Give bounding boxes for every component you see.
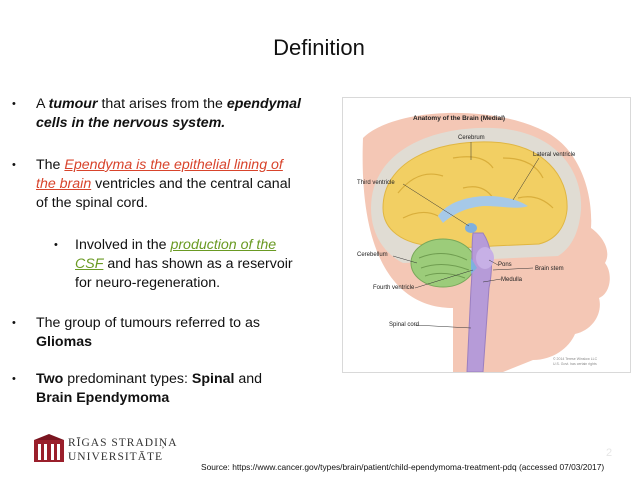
pons-shape [476, 247, 494, 269]
ependyma-link[interactable]: Ependyma is the epithelial lining of [64, 157, 283, 173]
slide-title: Definition [273, 35, 365, 60]
brain-anatomy-figure: Anatomy of the Brain (Medial) Cerebrum L… [342, 97, 631, 373]
brain-folds [397, 156, 554, 219]
leader-lines [392, 142, 540, 329]
label-third-ventricle: Third ventricle [357, 180, 395, 186]
figure-copyright: © 2014 Terese Winslow LLC [553, 357, 598, 361]
label-cerebellum: Cerebellum [357, 252, 388, 258]
label-pons: Pons [498, 262, 512, 268]
ependyma-link[interactable]: the brain [36, 176, 92, 192]
label-medulla: Medulla [501, 277, 523, 283]
logo-line-1: RĪGAS STRADIŅA [68, 437, 178, 449]
label-spinal-cord: Spinal cord [389, 322, 419, 328]
lateral-ventricle-shape [438, 195, 528, 223]
figure-title: Anatomy of the Brain (Medial) [413, 115, 505, 122]
label-cerebrum: Cerebrum [458, 135, 485, 141]
brain-anatomy-illustration: Anatomy of the Brain (Medial) Cerebrum L… [357, 112, 610, 372]
csf-link[interactable]: CSF [75, 256, 104, 272]
bullet-dot: • [12, 159, 16, 171]
source-citation: Source: https://www.cancer.gov/types/bra… [201, 462, 605, 472]
csf-link[interactable]: production of the [170, 237, 277, 253]
label-fourth-ventricle: Fourth ventricle [373, 285, 415, 291]
label-lateral-ventricle: Lateral ventricle [533, 152, 576, 158]
label-brain-stem: Brain stem [535, 266, 564, 272]
bullet-dot: • [12, 317, 16, 329]
logo-line-2: UNIVERSITĀTE [68, 451, 164, 463]
university-logo: RĪGAS STRADIŅA UNIVERSITĀTE [32, 432, 182, 472]
cerebellum-shape [410, 238, 476, 288]
page-number: 2 [606, 447, 613, 459]
university-crest-icon [34, 434, 64, 462]
bullet-dot: • [12, 373, 16, 385]
bullet-dot: • [54, 239, 58, 251]
bullet-dot: • [12, 98, 16, 110]
figure-copyright-2: U.S. Govt. has certain rights [553, 362, 597, 366]
cerebellum-folds [418, 253, 470, 279]
